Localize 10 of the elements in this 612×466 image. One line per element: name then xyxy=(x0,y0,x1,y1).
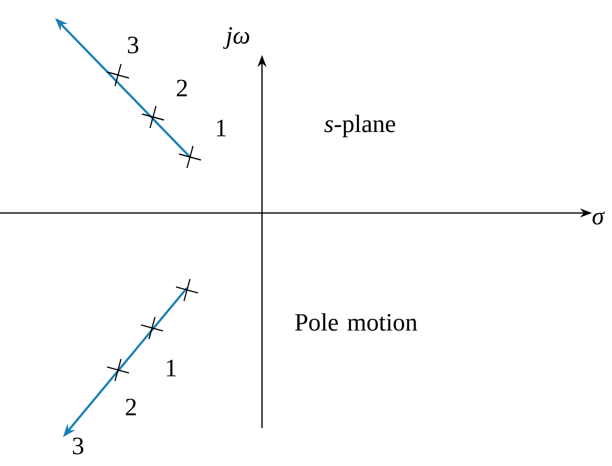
annotation-text: Pole motion xyxy=(295,313,418,331)
plane-label: s-plane xyxy=(324,114,396,138)
pole-number: 1 xyxy=(216,120,226,136)
pole-number: 3 xyxy=(72,438,84,454)
pole-number: 3 xyxy=(128,36,138,54)
axis-label: σ xyxy=(592,211,605,225)
pole-number: 2 xyxy=(176,80,187,96)
pole-number: 1 xyxy=(166,360,176,376)
pole-number: 2 xyxy=(126,398,136,416)
axis-label: jω xyxy=(223,27,250,49)
